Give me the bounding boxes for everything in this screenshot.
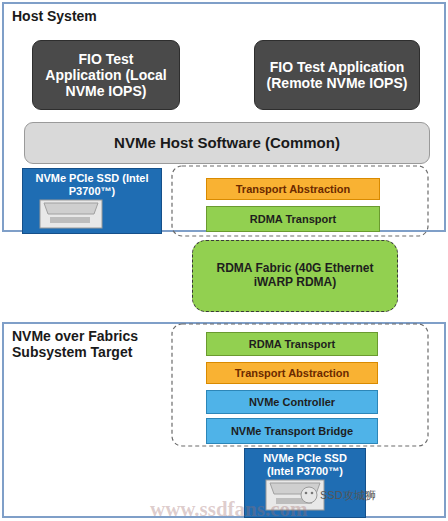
node-label: RDMA Transport — [249, 338, 335, 351]
node-label: FIO Test Application (Local NVMe IOPS) — [41, 51, 171, 99]
system-frame: Host SystemFIO Test Application (Local N… — [2, 2, 446, 232]
node-label: RDMA Transport — [250, 213, 336, 226]
node-label: NVMe PCIe SSD (Intel P3700™) — [29, 172, 155, 197]
system-frame: NVMe over Fabrics Subsystem Target RDMA T… — [2, 322, 446, 518]
software-layer: NVMe Host Software (Common) — [24, 122, 430, 164]
transport-layer: RDMA Transport — [206, 332, 378, 356]
node-label: Host System — [12, 8, 97, 24]
node-label: Transport Abstraction — [235, 367, 350, 380]
watermark: www.ssdfans.com — [150, 497, 308, 521]
application-box: FIO Test Application (Remote NVMe IOPS) — [254, 40, 420, 110]
transport-layer: Transport Abstraction — [206, 178, 380, 200]
node-label: FIO Test Application (Remote NVMe IOPS) — [263, 59, 411, 91]
node-label: NVMe PCIe SSD (Intel P3700™) — [251, 452, 359, 477]
controller-layer: NVMe Controller — [206, 390, 378, 414]
node-label: RDMA Fabric (40G Ethernet iWARP RDMA) — [203, 262, 387, 290]
transport-layer: RDMA Transport — [206, 206, 380, 232]
controller-layer: NVMe Transport Bridge — [206, 418, 378, 444]
watermark: SSD攻城狮 — [320, 488, 376, 503]
ssd-box: NVMe PCIe SSD (Intel P3700™) — [22, 168, 162, 234]
fabric-box: RDMA Fabric (40G Ethernet iWARP RDMA) — [192, 240, 398, 312]
node-label: Transport Abstraction — [236, 183, 351, 196]
application-box: FIO Test Application (Local NVMe IOPS) — [32, 40, 180, 110]
node-label: NVMe Controller — [249, 396, 335, 409]
node-label: NVMe Host Software (Common) — [114, 134, 340, 151]
node-label: NVMe over Fabrics Subsystem Target — [12, 328, 172, 360]
transport-layer: Transport Abstraction — [206, 362, 378, 384]
node-label: NVMe Transport Bridge — [231, 425, 353, 438]
